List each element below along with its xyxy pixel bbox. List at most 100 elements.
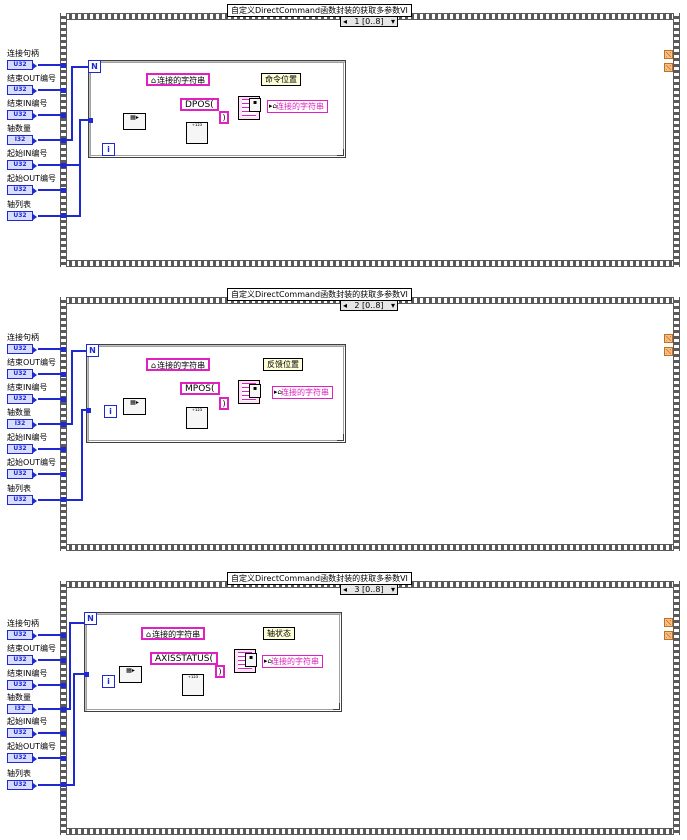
loop-count-terminal[interactable]: N [88,60,101,73]
control-terminal[interactable]: U32 [7,495,37,505]
sequence-label: 自定义DirectCommand函数封装的获取多参数VI [227,572,412,585]
index-array-function[interactable]: ▦▸ [119,666,142,683]
loop-tunnel[interactable] [61,372,66,377]
grid-icon: ▦▸ [130,114,139,121]
selector-value: 1 [0..8] [354,17,384,26]
loop-tunnel[interactable] [61,163,66,168]
string-local-variable[interactable]: 连接的字符串 [141,627,206,640]
format-icon: ⁺¹²³ [191,123,203,130]
control-terminal[interactable]: U32 [7,110,37,120]
close-paren-constant[interactable]: ) [215,665,225,678]
film-border-right [673,581,680,835]
loop-count-terminal[interactable]: N [86,344,99,357]
loop-tunnel[interactable] [61,188,66,193]
loop-tunnel[interactable] [61,63,66,68]
resize-handle[interactable] [333,703,340,710]
string-output-local[interactable]: 连接的字符串 [267,100,328,113]
loop-tunnel[interactable] [61,658,66,663]
loop-tunnel[interactable] [61,213,66,218]
loop-index-terminal[interactable]: i [102,143,115,156]
control-terminal[interactable]: U32 [7,680,37,690]
frame-selector[interactable]: ◂ 3 [0..8] ▾ [340,584,398,595]
index-array-function[interactable]: ▦▸ [123,398,146,415]
loop-tunnel[interactable] [61,347,66,352]
loop-count-terminal[interactable]: N [84,612,97,625]
loop-tunnel[interactable] [61,731,66,736]
loop-tunnel[interactable] [61,113,66,118]
control-label: 起始IN编号 [7,433,48,442]
control-label: 轴列表 [7,200,31,209]
selector-dropdown-icon[interactable]: ▾ [390,301,395,310]
close-paren-constant[interactable]: ) [219,397,229,410]
resize-handle[interactable] [337,149,344,156]
sequence-local-icon[interactable] [664,63,673,72]
loop-tunnel[interactable] [61,472,66,477]
loop-tunnel[interactable] [61,397,66,402]
command-string-constant[interactable]: DPOS( [180,98,219,111]
control-terminal[interactable]: U32 [7,780,37,790]
control-terminal[interactable]: U32 [7,85,37,95]
sequence-label: 自定义DirectCommand函数封装的获取多参数VI [227,288,412,301]
control-label: 轴列表 [7,484,31,493]
control-terminal[interactable]: U32 [7,211,37,221]
loop-tunnel[interactable] [88,118,93,123]
control-terminal[interactable]: I32 [7,135,37,145]
number-to-string-function[interactable]: ⁺¹²³ [182,674,204,696]
control-terminal[interactable]: I32 [7,419,37,429]
loop-tunnel[interactable] [61,447,66,452]
loop-tunnel[interactable] [61,707,66,712]
comment-label: 反馈位置 [263,358,303,371]
sequence-local-icon[interactable] [664,50,673,59]
loop-tunnel[interactable] [61,633,66,638]
loop-tunnel[interactable] [61,138,66,143]
sequence-local-icon[interactable] [664,347,673,356]
number-to-string-function[interactable]: ⁺¹²³ [186,122,208,144]
loop-index-terminal[interactable]: i [104,405,117,418]
control-terminal[interactable]: U32 [7,655,37,665]
loop-tunnel[interactable] [61,683,66,688]
loop-tunnel[interactable] [84,672,89,677]
control-terminal[interactable]: U32 [7,160,37,170]
string-output-local[interactable]: 连接的字符串 [272,386,333,399]
control-terminal[interactable]: U32 [7,185,37,195]
control-terminal[interactable]: U32 [7,60,37,70]
build-array-icon: ▪ [249,384,261,398]
loop-tunnel[interactable] [61,422,66,427]
selector-left-arrow[interactable]: ◂ [343,17,348,26]
control-terminal[interactable]: U32 [7,444,37,454]
loop-tunnel[interactable] [86,408,91,413]
string-local-variable[interactable]: 连接的字符串 [146,73,211,86]
string-local-variable[interactable]: 连接的字符串 [146,358,211,371]
control-terminal[interactable]: U32 [7,369,37,379]
command-string-constant[interactable]: AXISSTATUS( [150,652,218,665]
control-terminal[interactable]: U32 [7,469,37,479]
selector-dropdown-icon[interactable]: ▾ [390,17,395,26]
selector-left-arrow[interactable]: ◂ [343,585,348,594]
control-label: 起始OUT编号 [7,742,57,751]
frame-selector[interactable]: ◂ 1 [0..8] ▾ [340,16,398,27]
close-paren-constant[interactable]: ) [219,111,229,124]
selector-dropdown-icon[interactable]: ▾ [390,585,395,594]
control-terminal[interactable]: U32 [7,630,37,640]
loop-tunnel[interactable] [61,782,66,787]
string-output-local[interactable]: 连接的字符串 [262,655,323,668]
loop-index-terminal[interactable]: i [102,675,115,688]
sequence-local-icon[interactable] [664,334,673,343]
sequence-local-icon[interactable] [664,631,673,640]
number-to-string-function[interactable]: ⁺¹²³ [186,407,208,429]
frame-selector[interactable]: ◂ 2 [0..8] ▾ [340,300,398,311]
loop-tunnel[interactable] [61,88,66,93]
selector-left-arrow[interactable]: ◂ [343,301,348,310]
loop-tunnel[interactable] [61,497,66,502]
index-array-function[interactable]: ▦▸ [123,113,146,130]
loop-tunnel[interactable] [61,756,66,761]
resize-handle[interactable] [337,434,344,441]
control-terminal[interactable]: I32 [7,704,37,714]
control-terminal[interactable]: U32 [7,728,37,738]
control-terminal[interactable]: U32 [7,394,37,404]
control-terminal[interactable]: U32 [7,344,37,354]
control-terminal[interactable]: U32 [7,753,37,763]
command-string-constant[interactable]: MPOS( [180,382,220,395]
sequence-local-icon[interactable] [664,618,673,627]
comment-label: 命令位置 [261,73,301,86]
